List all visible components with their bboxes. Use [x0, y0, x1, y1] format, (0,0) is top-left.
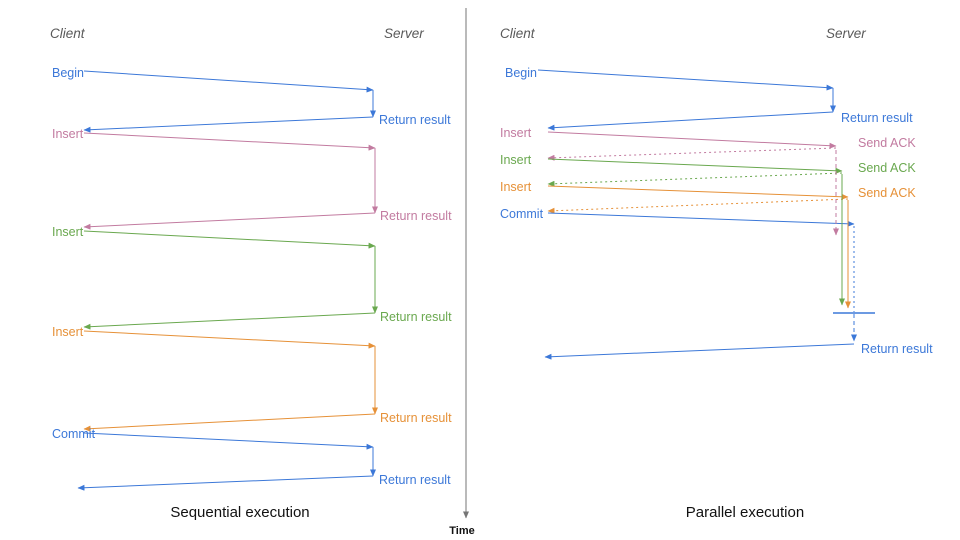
- right-commit-return-line: [544, 343, 855, 360]
- right-insert1-label: Insert: [500, 126, 532, 140]
- right-insert3-ack-line: [547, 198, 849, 214]
- right-server-header: Server: [826, 26, 866, 41]
- left-insert1-result-label: Return result: [380, 209, 452, 223]
- time-axis: Time: [449, 8, 475, 537]
- right-insert2-ack-line: [547, 172, 843, 187]
- left-begin-return-line: [83, 116, 374, 133]
- left-insert2-return-line: [83, 312, 376, 330]
- left-insert3-return-line: [83, 413, 376, 432]
- right-begin-result-label: Return result: [841, 111, 913, 125]
- left-begin-result-label: Return result: [379, 113, 451, 127]
- left-insert3-request-line: [83, 330, 376, 349]
- left-insert1-return-line: [83, 212, 376, 230]
- left-insert2-label: Insert: [52, 225, 84, 239]
- sequential-panel: Client Server Begin Return result Insert…: [50, 26, 452, 521]
- right-commit-label: Commit: [500, 207, 544, 221]
- left-commit-result-label: Return result: [379, 473, 451, 487]
- left-insert3-label: Insert: [52, 325, 84, 339]
- right-insert2-request-line: [547, 158, 843, 174]
- left-insert1-label: Insert: [52, 127, 84, 141]
- left-insert3-result-label: Return result: [380, 411, 452, 425]
- left-server-header: Server: [384, 26, 424, 41]
- right-commit-result-label: Return result: [861, 342, 933, 356]
- right-insert1-request-line: [547, 131, 837, 149]
- right-panel-title: Parallel execution: [686, 504, 804, 521]
- left-insert2-request-line: [83, 230, 376, 249]
- left-client-header: Client: [50, 26, 86, 41]
- right-begin-label: Begin: [505, 66, 537, 80]
- right-begin-return-line: [547, 111, 834, 131]
- right-insert1-ack-line: [547, 147, 837, 161]
- right-insert1-ack-label: Send ACK: [858, 136, 916, 150]
- left-commit-label: Commit: [52, 427, 96, 441]
- left-commit-return-line: [77, 475, 374, 491]
- right-begin-request-line: [537, 69, 834, 91]
- right-insert3-ack-label: Send ACK: [858, 186, 916, 200]
- right-insert3-request-line: [547, 185, 849, 200]
- left-panel-title: Sequential execution: [170, 504, 309, 521]
- right-insert2-label: Insert: [500, 153, 532, 167]
- right-insert2-ack-label: Send ACK: [858, 161, 916, 175]
- left-begin-request-line: [83, 70, 374, 93]
- parallel-panel: Client Server Begin Return result Insert…: [500, 26, 933, 521]
- right-commit-request-line: [547, 212, 855, 227]
- right-insert3-label: Insert: [500, 180, 532, 194]
- left-insert2-result-label: Return result: [380, 310, 452, 324]
- left-commit-request-line: [83, 432, 374, 450]
- right-client-header: Client: [500, 26, 536, 41]
- left-insert1-request-line: [83, 132, 376, 151]
- left-begin-label: Begin: [52, 66, 84, 80]
- time-axis-label: Time: [449, 525, 474, 537]
